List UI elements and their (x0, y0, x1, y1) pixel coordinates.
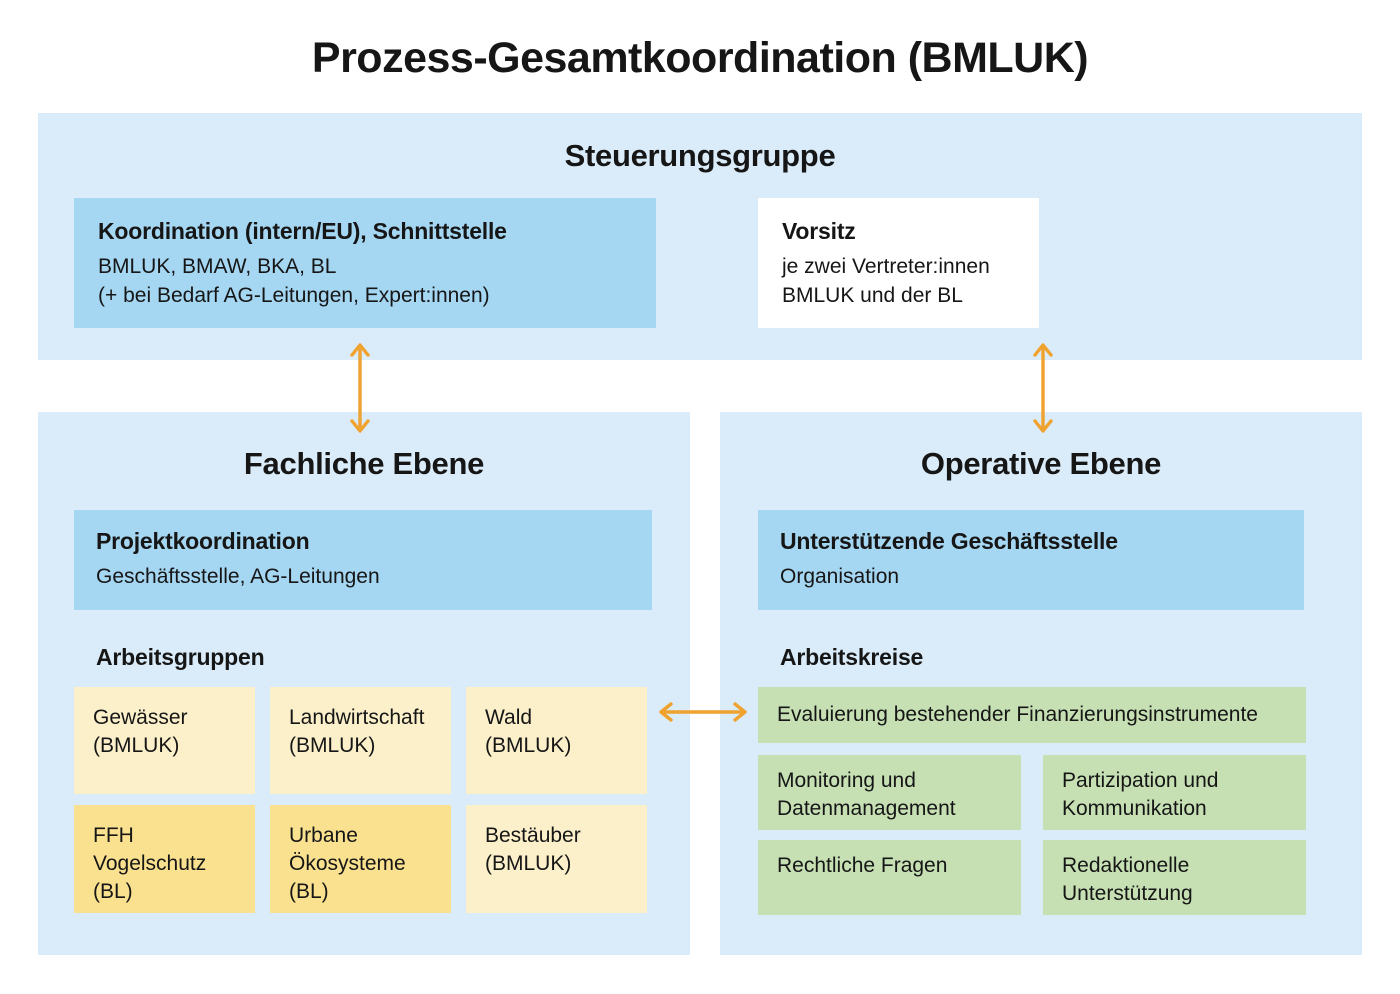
workgroup-ffh-vogelschutz: FFH Vogelschutz (BL) (74, 805, 255, 913)
chair-box-body: je zwei Vertreter:innen BMLUK und der BL (782, 255, 990, 307)
workgroup-wald: Wald (BMLUK) (466, 687, 647, 794)
steering-technical-arrow-icon (348, 340, 372, 436)
workcircle-redaktionelle-unterstuetzung: Redaktionelle Unterstützung (1043, 840, 1306, 915)
project-coordination-body: Geschäftsstelle, AG-Leitungen (96, 565, 380, 588)
support-office-title: Unterstützende Geschäftsstelle (780, 528, 1118, 554)
page-title: Prozess-Gesamtkoordination (BMLUK) (311, 34, 1089, 82)
project-coordination-box: Projektkoordination Geschäftsstelle, AG-… (74, 510, 652, 610)
workcircle-monitoring: Monitoring und Datenmanagement (758, 755, 1021, 830)
chair-box: Vorsitz je zwei Vertreter:innen BMLUK un… (758, 198, 1039, 328)
workgroup-urbane-oekosysteme: Urbane Ökosysteme (BL) (270, 805, 451, 913)
coordination-box: Koordination (intern/EU), Schnittstelle … (74, 198, 656, 328)
technical-level-heading: Fachliche Ebene (243, 446, 485, 481)
workgroup-bestaeuber: Bestäuber (BMLUK) (466, 805, 647, 913)
technical-operative-arrow-icon (656, 700, 750, 724)
steering-operative-arrow-icon (1031, 340, 1055, 436)
workcircle-partizipation: Partizipation und Kommunikation (1043, 755, 1306, 830)
operative-level-heading: Operative Ebene (920, 446, 1162, 481)
workgroup-gewaesser: Gewässer (BMLUK) (74, 687, 255, 794)
workcircle-evaluierung: Evaluierung bestehender Finanzierungsins… (758, 687, 1306, 743)
chair-box-title: Vorsitz (782, 218, 856, 244)
workgroup-landwirtschaft: Landwirtschaft (BMLUK) (270, 687, 451, 794)
workgroups-heading: Arbeitsgruppen (96, 644, 265, 670)
coordination-box-body: BMLUK, BMAW, BKA, BL (+ bei Bedarf AG-Le… (98, 255, 490, 307)
workcircles-heading: Arbeitskreise (780, 644, 924, 670)
project-coordination-title: Projektkoordination (96, 528, 310, 554)
steering-group-heading: Steuerungsgruppe (564, 138, 836, 173)
support-office-box: Unterstützende Geschäftsstelle Organisat… (758, 510, 1304, 610)
workcircle-evaluierung-label: Evaluierung bestehender Finanzierungsins… (777, 703, 1258, 726)
support-office-body: Organisation (780, 565, 900, 588)
coordination-box-title: Koordination (intern/EU), Schnittstelle (98, 218, 507, 244)
workcircle-rechtliche-fragen: Rechtliche Fragen (758, 840, 1021, 915)
